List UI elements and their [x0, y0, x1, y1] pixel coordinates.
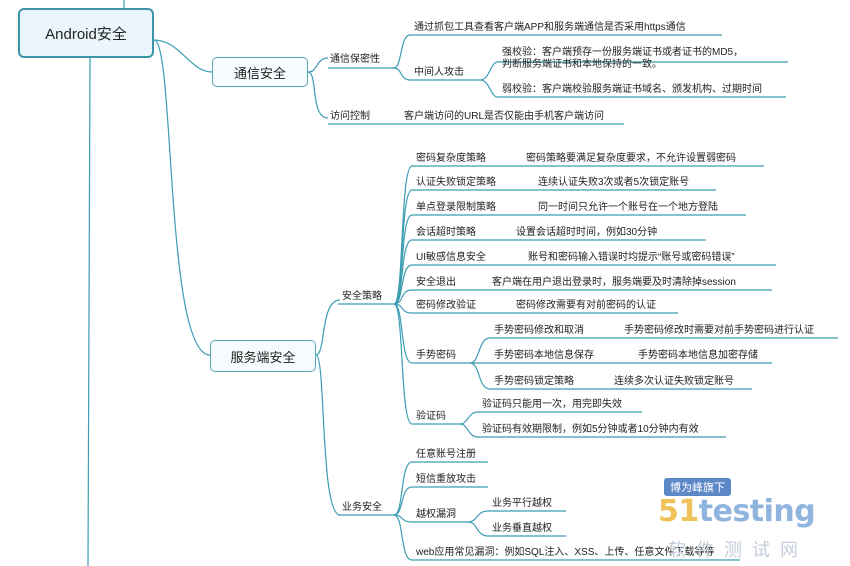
gesture-item-name: 手势密码修改和取消: [494, 325, 584, 336]
policy-item-name: 单点登录限制策略: [416, 202, 496, 213]
privilege-escalation-label: 越权漏洞: [416, 509, 456, 520]
watermark-badge: 博为峰旗下: [664, 478, 731, 496]
business-security-label: 业务安全: [342, 502, 382, 513]
gesture-item-name: 手势密码锁定策略: [494, 376, 574, 387]
root-node[interactable]: Android安全: [18, 8, 154, 58]
policy-item-desc: 密码策略要满足复杂度要求，不允许设置弱密码: [526, 153, 736, 164]
watermark-brand-number: 51: [658, 494, 699, 529]
policy-item-desc: 账号和密码输入错误时均提示“账号或密码错误”: [528, 252, 735, 263]
policy-item-name: 认证失败锁定策略: [416, 177, 496, 188]
policy-item-desc: 同一时间只允许一个账号在一个地方登陆: [538, 202, 718, 213]
root-label: Android安全: [45, 25, 127, 43]
server-security-label: 服务端安全: [230, 349, 296, 365]
watermark-brand: 51testing: [658, 494, 816, 529]
mitm-label: 中间人攻击: [414, 67, 464, 78]
policy-item-desc: 连续认证失败3次或者5次锁定账号: [538, 177, 690, 188]
gesture-item-desc: 连续多次认证失败锁定账号: [614, 376, 734, 387]
server-security-node[interactable]: 服务端安全: [210, 340, 316, 372]
access-control-label: 访问控制: [330, 111, 370, 122]
weak-check-text: 弱校验：客户端校验服务端证书域名、颁发机构、过期时间: [502, 84, 762, 95]
arbitrary-register-text: 任意账号注册: [416, 449, 476, 460]
gesture-item-name: 手势密码本地信息保存: [494, 350, 594, 361]
privesc-item: 业务垂直越权: [492, 523, 552, 534]
policy-item-name: 密码复杂度策略: [416, 153, 486, 164]
comm-security-label: 通信安全: [233, 65, 286, 81]
policy-item-desc: 客户端在用户退出登录时，服务端要及时清除掉session: [492, 277, 736, 288]
web-vuln-text: web应用常见漏洞：例如SQL注入、XSS、上传、任意文件下载等等: [416, 547, 715, 558]
comm-security-node[interactable]: 通信安全: [212, 57, 308, 87]
gesture-password-label: 手势密码: [416, 350, 456, 361]
watermark-brand-text: testing: [698, 494, 816, 529]
gesture-item-desc: 手势密码本地信息加密存储: [638, 350, 758, 361]
gesture-item-desc: 手势密码修改时需要对前手势密码进行认证: [624, 325, 814, 336]
policy-item-name: 密码修改验证: [416, 300, 476, 311]
policy-item-desc: 密码修改需要有对前密码的认证: [516, 300, 656, 311]
51testing-watermark-logo: 博为峰旗下 51testing 软件测试网: [658, 476, 848, 566]
strong-check-line2: 判断服务端证书和本地保持的一致。: [502, 59, 662, 70]
captcha-item: 验证码只能用一次，用完即失效: [482, 399, 622, 410]
policy-item-desc: 设置会话超时时间，例如30分钟: [516, 227, 658, 238]
policy-item-name: 安全退出: [416, 277, 456, 288]
sms-replay-text: 短信重放攻击: [416, 474, 476, 485]
watermark-subtitle: 软件测试网: [668, 540, 808, 560]
captcha-label: 验证码: [416, 411, 446, 422]
access-control-desc: 客户端访问的URL是否仅能由手机客户端访问: [404, 111, 605, 122]
policy-item-name: 会话超时策略: [416, 227, 476, 238]
privesc-item: 业务平行越权: [492, 498, 552, 509]
capture-check-text: 通过抓包工具查看客户端APP和服务端通信是否采用https通信: [414, 22, 686, 33]
captcha-item: 验证码有效期限制，例如5分钟或者10分钟内有效: [482, 424, 699, 435]
strong-check-line1: 强校验：客户端预存一份服务端证书或者证书的MD5，: [502, 47, 744, 58]
policy-item-name: UI敏感信息安全: [416, 252, 486, 263]
security-policy-label: 安全策略: [342, 291, 382, 302]
comm-confidentiality-label: 通信保密性: [330, 54, 380, 65]
